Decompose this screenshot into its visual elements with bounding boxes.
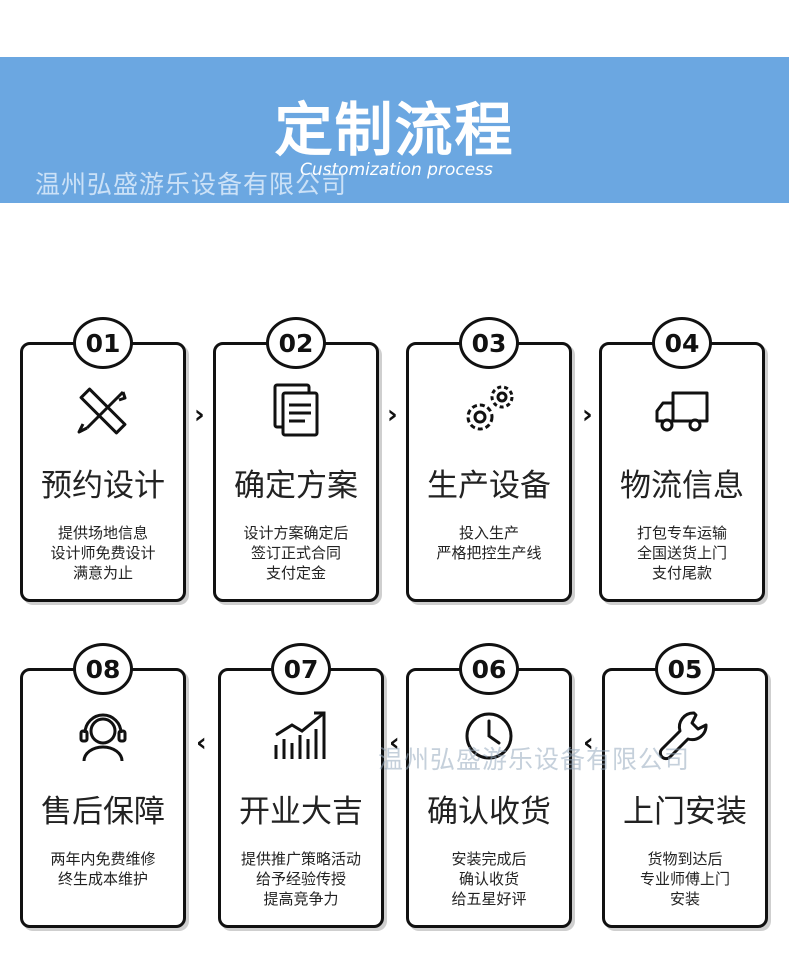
pencil-ruler-icon: [77, 387, 127, 435]
step-description: 提供推广策略活动给予经验传授提高竞争力: [240, 850, 361, 908]
arrow-left: ‹: [196, 728, 207, 758]
step-number: 02: [266, 317, 326, 369]
page-title: 定制流程: [274, 96, 515, 164]
document-icon: [273, 383, 319, 437]
step-card-07: 07 开业大吉 提供推广策略活动给予经验传授提高竞争力: [218, 643, 384, 928]
step-card-08: 08 售后保障 两年内免费维修终生成本维护: [20, 643, 186, 928]
truck-icon: [655, 391, 709, 432]
step-number: 06: [459, 643, 519, 695]
clock-icon: [465, 712, 513, 760]
step-description: 安装完成后确认收货给五星好评: [451, 850, 527, 908]
step-card-02: 02 确定方案 设计方案确定后签订正式合同支付定金: [213, 317, 379, 602]
step-number: 07: [271, 643, 331, 695]
step-number: 03: [459, 317, 519, 369]
arrow-left: ‹: [583, 728, 594, 758]
arrow-left: ‹: [389, 728, 400, 758]
step-description: 货物到达后专业师傅上门安装: [639, 850, 730, 908]
step-title: 预约设计: [41, 468, 165, 504]
arrow-right: ›: [194, 400, 205, 430]
step-title: 物流信息: [620, 468, 744, 504]
wrench-icon: [658, 711, 708, 761]
step-card-01: 01 预约设计 提供场地信息设计师免费设计满意为止: [20, 317, 186, 602]
gears-icon: [466, 385, 514, 431]
step-number: 08: [73, 643, 133, 695]
arrow-right: ›: [582, 400, 593, 430]
step-title: 生产设备: [427, 468, 551, 504]
step-number: 01: [73, 317, 133, 369]
step-description: 提供场地信息设计师免费设计满意为止: [50, 524, 156, 582]
step-number: 05: [655, 643, 715, 695]
step-card-03: 03 生产设备 投入生产严格把控生产线: [406, 317, 572, 602]
step-card-05: 05 上门安装 货物到达后专业师傅上门安装: [602, 643, 768, 928]
step-title: 售后保障: [41, 794, 165, 830]
step-title: 上门安装: [623, 794, 747, 830]
page-subtitle: Customization process: [300, 160, 493, 180]
step-card-04: 04 物流信息 打包专车运输全国送货上门支付尾款: [599, 317, 765, 602]
arrow-right: ›: [387, 400, 398, 430]
step-description: 两年内免费维修终生成本维护: [50, 850, 156, 888]
step-description: 设计方案确定后签订正式合同支付定金: [243, 524, 349, 582]
watermark: 温州弘盛游乐设备有限公司: [35, 170, 348, 199]
growth-chart-icon: [274, 711, 326, 759]
step-description: 打包专车运输全国送货上门支付尾款: [636, 524, 727, 582]
step-title: 开业大吉: [239, 794, 363, 830]
step-description: 投入生产严格把控生产线: [436, 524, 542, 562]
header-banner: 定制流程 Customization process: [0, 57, 789, 203]
step-card-06: 06 确认收货 安装完成后确认收货给五星好评: [406, 643, 572, 928]
step-title: 确定方案: [234, 468, 358, 504]
watermark: 温州弘盛游乐设备有限公司: [378, 745, 691, 774]
step-number: 04: [652, 317, 712, 369]
step-title: 确认收货: [427, 794, 551, 830]
headset-icon: [79, 713, 127, 762]
